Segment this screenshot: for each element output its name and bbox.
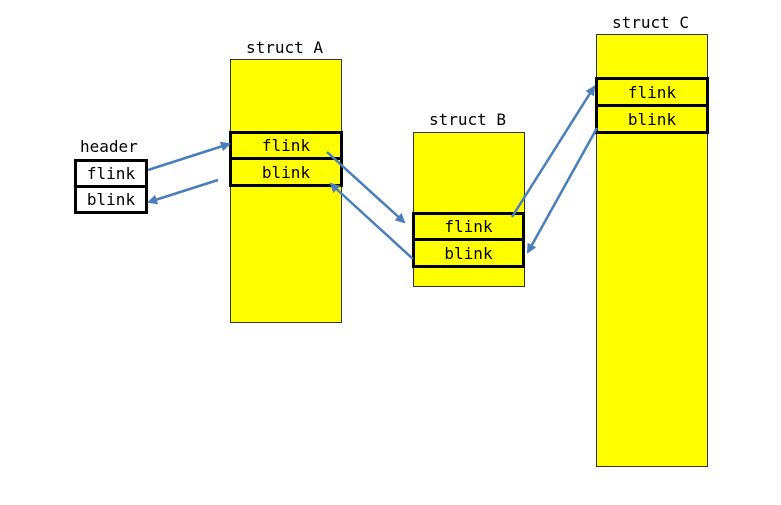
struct-a-flink-cell: flink bbox=[229, 131, 343, 160]
header-blink-cell: blink bbox=[74, 185, 148, 214]
struct-a-box bbox=[230, 59, 342, 323]
struct-b-blink-label: blink bbox=[444, 243, 493, 263]
header-blink-label: blink bbox=[86, 190, 136, 209]
arrow-a-blink-to-header bbox=[147, 178, 219, 205]
struct-a-blink-label: blink bbox=[261, 162, 311, 182]
struct-c-blink-cell: blink bbox=[595, 104, 709, 134]
struct-c-flink-cell: flink bbox=[595, 77, 709, 107]
arrow-c-blink-to-b bbox=[526, 127, 599, 254]
struct-a-flink-label: flink bbox=[261, 136, 311, 155]
struct-b-blink-cell: blink bbox=[412, 238, 525, 268]
struct-c-title: struct C bbox=[612, 13, 690, 32]
arrow-b-blink-to-a bbox=[329, 182, 414, 260]
struct-a-blink-cell: blink bbox=[229, 157, 343, 187]
struct-b-flink-label: flink bbox=[444, 217, 493, 236]
struct-b-title: struct B bbox=[429, 110, 507, 129]
struct-c-flink-label: flink bbox=[627, 82, 677, 102]
header-flink-cell: flink bbox=[74, 159, 148, 188]
struct-b-flink-cell: flink bbox=[412, 212, 525, 241]
header-flink-label: flink bbox=[86, 164, 136, 183]
struct-c-blink-label: blink bbox=[627, 109, 677, 129]
struct-b-box bbox=[413, 132, 525, 287]
struct-a-title: struct A bbox=[246, 38, 324, 57]
header-title: header bbox=[80, 137, 138, 156]
arrow-header-flink-to-a bbox=[147, 141, 231, 172]
